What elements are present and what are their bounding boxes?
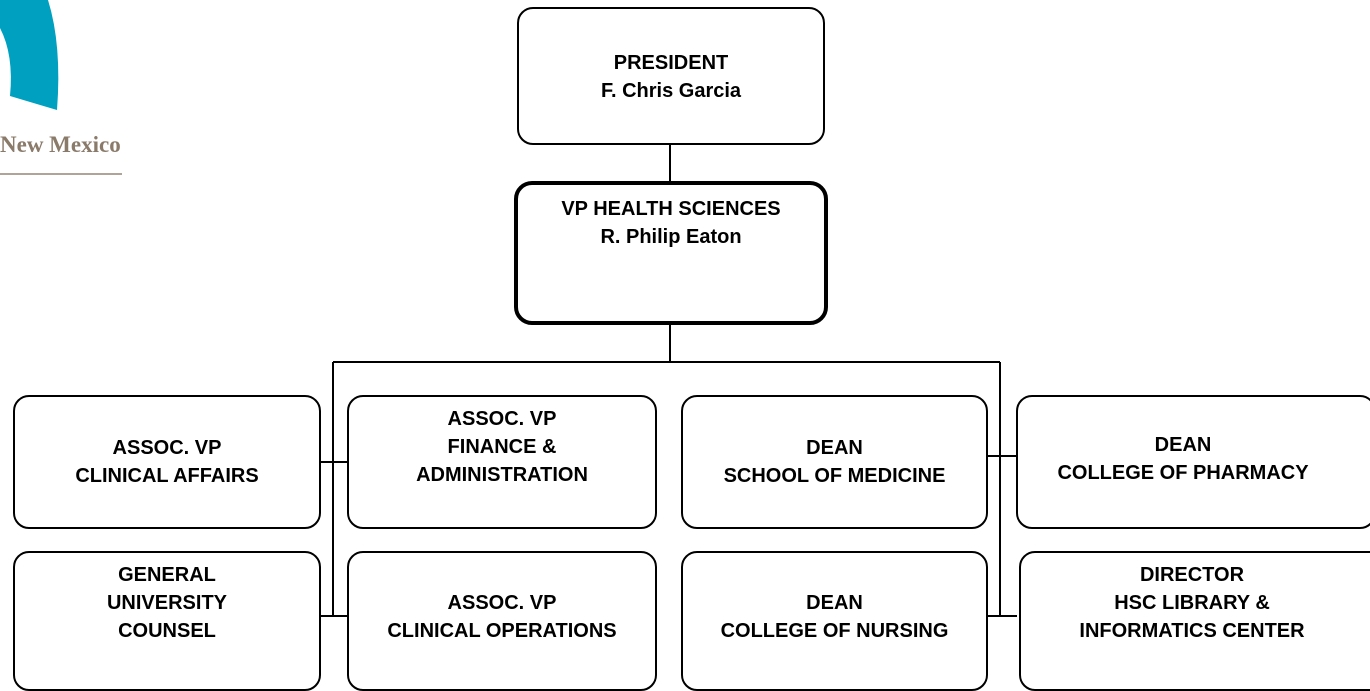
node-line: UNIVERSITY xyxy=(106,592,228,614)
president-name: F. Chris Garcia xyxy=(600,80,742,102)
node-line: CLINICAL OPERATIONS xyxy=(387,620,617,642)
node-line: ASSOC. VP xyxy=(447,592,557,614)
node-line: COUNSEL xyxy=(118,620,216,642)
node-line: CLINICAL AFFAIRS xyxy=(75,465,259,487)
node-line: ASSOC. VP xyxy=(112,437,222,459)
connector-lines xyxy=(320,144,1017,617)
node-line: ADMINISTRATION xyxy=(416,464,588,486)
node-line: INFORMATICS CENTER xyxy=(1079,620,1305,642)
assoc-vp-clinical-operations-box: ASSOC. VP CLINICAL OPERATIONS xyxy=(347,551,657,691)
node-line: DEAN xyxy=(1154,434,1212,456)
assoc-vp-finance-box: ASSOC. VP FINANCE & ADMINISTRATION xyxy=(347,395,657,529)
vp-health-title: VP HEALTH SCIENCES xyxy=(561,198,781,220)
node-line: COLLEGE OF NURSING xyxy=(720,620,949,642)
node-line: DEAN xyxy=(806,592,863,614)
node-line: DEAN xyxy=(806,437,863,459)
president-box: PRESIDENT F. Chris Garcia xyxy=(517,7,825,145)
node-line: DIRECTOR xyxy=(1139,564,1245,586)
director-hsc-library-box: DIRECTOR HSC LIBRARY & INFORMATICS CENTE… xyxy=(1019,551,1370,691)
unm-logo-arc-icon xyxy=(0,0,59,110)
president-title: PRESIDENT xyxy=(613,52,729,74)
vp-health-name: R. Philip Eaton xyxy=(600,226,742,248)
dean-school-of-medicine-box: DEAN SCHOOL OF MEDICINE xyxy=(681,395,988,529)
dean-college-of-nursing-box: DEAN COLLEGE OF NURSING xyxy=(681,551,988,691)
node-line: SCHOOL OF MEDICINE xyxy=(723,465,946,487)
logo-text: New Mexico xyxy=(0,132,121,157)
dean-college-of-pharmacy-box: DEAN COLLEGE OF PHARMACY xyxy=(1016,395,1370,529)
node-line: COLLEGE OF PHARMACY xyxy=(1057,462,1309,484)
vp-health-sciences-box: VP HEALTH SCIENCES R. Philip Eaton xyxy=(514,181,828,325)
node-line: FINANCE & xyxy=(447,436,557,458)
node-line: HSC LIBRARY & xyxy=(1114,592,1270,614)
node-line: ASSOC. VP xyxy=(447,408,557,430)
node-line: GENERAL xyxy=(118,564,216,586)
assoc-vp-clinical-affairs-box: ASSOC. VP CLINICAL AFFAIRS xyxy=(13,395,321,529)
general-university-counsel-box: GENERAL UNIVERSITY COUNSEL xyxy=(13,551,321,691)
